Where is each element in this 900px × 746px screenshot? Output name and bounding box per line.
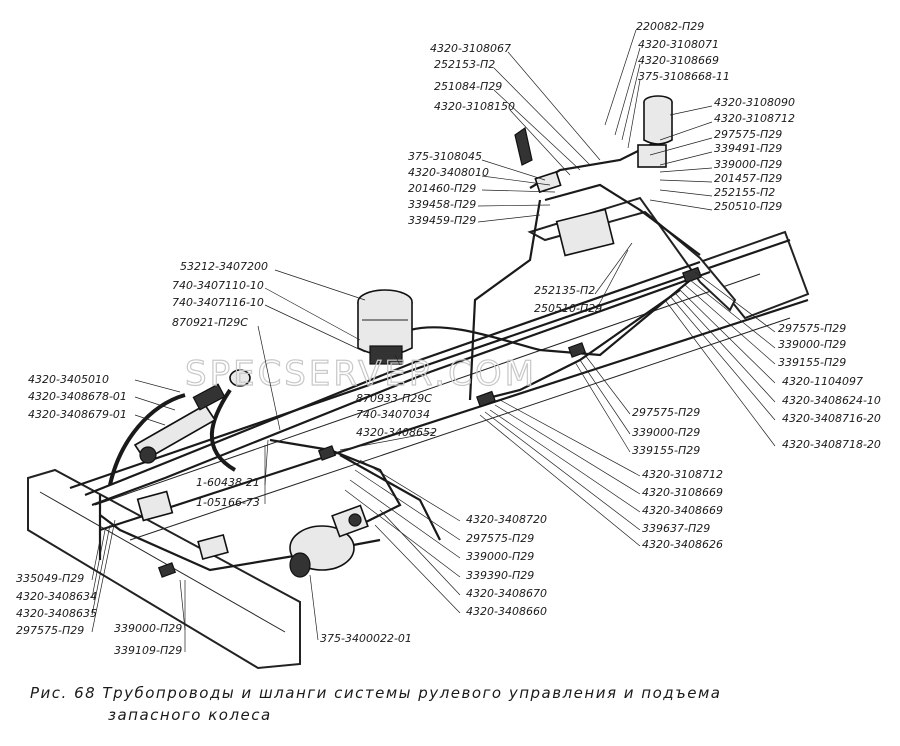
frame-rail-upper [69, 238, 791, 490]
part-label: 53212-3407200 [180, 260, 268, 273]
part-label: 201457-П29 [714, 172, 782, 185]
part-label: 220082-П29 [636, 20, 704, 33]
right-branch-line [479, 289, 681, 402]
main-pressure-line [84, 260, 701, 497]
part-label: 4320-3408670 [466, 587, 547, 600]
part-label: 339000-П29 [114, 622, 182, 635]
part-label: 4320-3108669 [638, 54, 719, 67]
part-label: 201460-П29 [408, 182, 476, 195]
flexible-hose-cylinder [209, 388, 237, 472]
watermark: SPECSERVER.COM [185, 354, 537, 394]
flexible-hose-front [108, 393, 186, 486]
part-label: 297575-П29 [466, 532, 534, 545]
part-label: 4320-3408624-10 [782, 394, 881, 407]
part-label: 4320-3408010 [408, 166, 489, 179]
part-label: 4320-3108071 [638, 38, 719, 51]
part-label: 4320-3408679-01 [28, 408, 127, 421]
part-label: 375-3108668-11 [638, 70, 730, 83]
part-label: 339000-П29 [778, 338, 846, 351]
part-label: 339109-П29 [114, 644, 182, 657]
part-label: 4320-3108150 [434, 100, 515, 113]
part-label: 1-05166-73 [196, 496, 260, 509]
part-label: 4320-3108712 [714, 112, 795, 125]
pump-reservoir [357, 289, 413, 365]
part-label: 339458-П29 [408, 198, 476, 211]
part-label: 4320-3108090 [714, 96, 795, 109]
part-label: 297575-П29 [16, 624, 84, 637]
part-label: 339155-П29 [778, 356, 846, 369]
part-label: 4320-3108669 [642, 486, 723, 499]
part-label: 1-60438-21 [196, 476, 260, 489]
part-label: 375-3400022-01 [320, 632, 412, 645]
part-labels: 220082-П29 4320-3108067 4320-3108071 252… [16, 20, 881, 657]
part-label: 4320-1104097 [782, 375, 863, 388]
pump-supply-line [409, 271, 701, 357]
booster-return-line [339, 454, 441, 541]
part-label: 375-3108045 [408, 150, 482, 163]
pipe-clamps [136, 266, 702, 578]
part-label: 339637-П29 [642, 522, 710, 535]
part-label: 4320-3408634 [16, 590, 97, 603]
part-label: 870921-П29С [172, 316, 248, 329]
part-label: 870933-П29С [356, 392, 432, 405]
top-reservoir [637, 95, 673, 168]
top-valve [514, 126, 562, 194]
part-label: 339390-П29 [466, 569, 534, 582]
part-label: 4320-3408660 [466, 605, 547, 618]
part-label: 251084-П29 [434, 80, 502, 93]
part-label: 4320-3408652 [356, 426, 437, 439]
part-label: 252153-П2 [434, 58, 495, 71]
part-label: 297575-П29 [632, 406, 700, 419]
part-label: 4320-3408720 [466, 513, 547, 526]
part-label: 339491-П29 [714, 142, 782, 155]
part-label: 339459-П29 [408, 214, 476, 227]
part-label: 339155-П29 [632, 444, 700, 457]
steering-gear [289, 504, 369, 578]
part-label: 297575-П29 [714, 128, 782, 141]
part-label: 339000-П29 [466, 550, 534, 563]
upper-return-line [468, 199, 542, 401]
part-label: 4320-3408716-20 [782, 412, 881, 425]
figure-caption-line2: запасного колеса [108, 706, 272, 724]
part-label: 250510-П29 [534, 302, 602, 315]
part-label: 339000-П29 [714, 158, 782, 171]
part-label: 4320-3408669 [642, 504, 723, 517]
part-label: 740-3407034 [356, 408, 430, 421]
part-label: 4320-3408626 [642, 538, 723, 551]
part-label: 297575-П29 [778, 322, 846, 335]
part-label: 335049-П29 [16, 572, 84, 585]
part-label: 4320-3108067 [430, 42, 511, 55]
return-line [91, 270, 711, 507]
part-label: 4320-3408718-20 [782, 438, 881, 451]
part-label: 252135-П2 [534, 284, 595, 297]
steering-cylinder [133, 369, 251, 464]
booster-feed-line [269, 438, 402, 526]
part-label: 252155-П2 [714, 186, 775, 199]
part-label: 250510-П29 [714, 200, 782, 213]
tank-branch-line [544, 183, 701, 256]
part-label: 4320-3108712 [642, 468, 723, 481]
part-label: 4320-3405010 [28, 373, 109, 386]
leader-lines [91, 29, 776, 652]
part-label: 4320-3408635 [16, 607, 97, 620]
components [133, 95, 702, 578]
cross-member-bracket [555, 208, 615, 257]
part-label: 4320-3408678-01 [28, 390, 127, 403]
part-label: 740-3407110-10 [172, 279, 264, 292]
part-label: 740-3407116-10 [172, 296, 264, 309]
frame-rail-lower [99, 298, 809, 532]
figure-caption-line1: Рис. 68 Трубопроводы и шланги системы ру… [30, 684, 721, 702]
part-label: 339000-П29 [632, 426, 700, 439]
